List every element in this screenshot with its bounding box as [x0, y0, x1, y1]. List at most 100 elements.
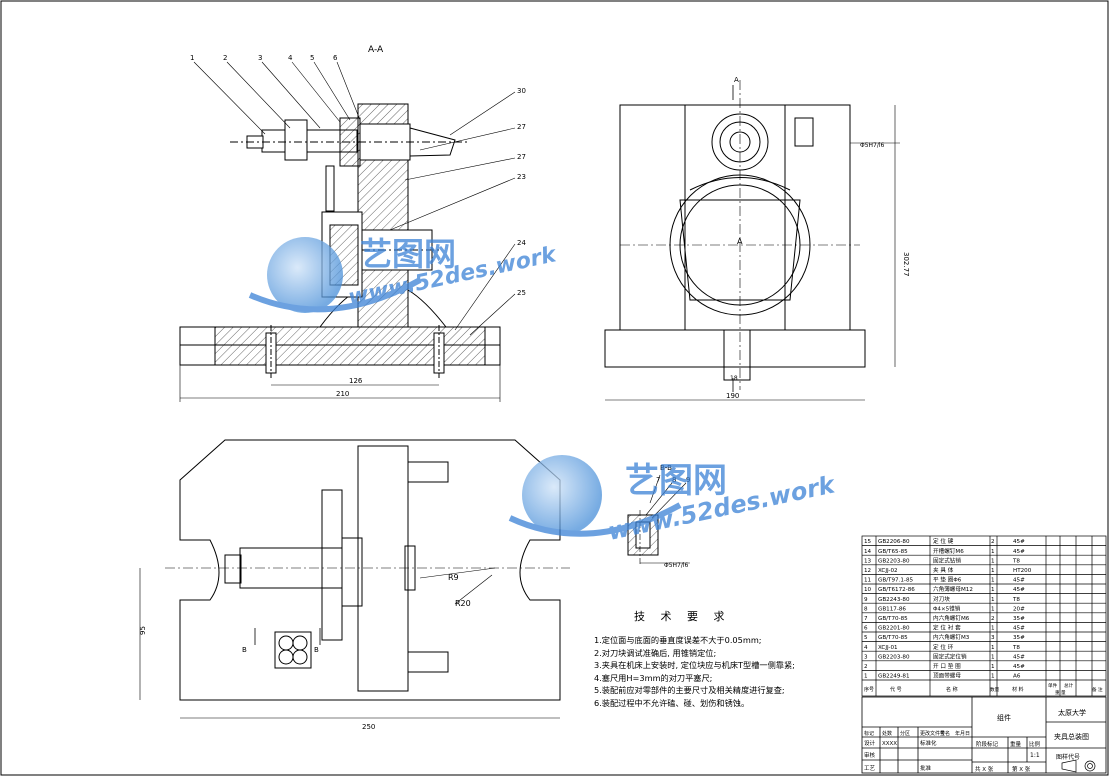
parts-row-no: 10: [864, 587, 872, 593]
slot-dim: 18: [730, 375, 738, 382]
tech-item: 4.塞尺用H=3mm的对刀平塞尺;: [594, 672, 713, 683]
parts-header-weight: 重 量: [1055, 689, 1066, 696]
parts-row-code: GB/T65-85: [878, 549, 908, 555]
design-label: 设计: [864, 739, 876, 747]
dim-base-width: 210: [336, 390, 349, 398]
parts-header-unit: 单件: [1048, 682, 1058, 689]
parts-list-grid: [861, 535, 1107, 697]
assembly-label: 组件: [997, 713, 1011, 722]
parts-header-total: 总计: [1064, 682, 1074, 689]
parts-row-qty: 1: [991, 558, 995, 564]
parts-header-code: 代 号: [890, 686, 902, 693]
dim-inner-width: 126: [349, 377, 363, 385]
scale-value: 1:1: [1030, 752, 1040, 759]
parts-row-code: GB/T6172-86: [878, 587, 915, 593]
balloon-24: 24: [517, 239, 526, 247]
balloon-6: 6: [333, 54, 338, 62]
zone-label: 分区: [900, 730, 910, 737]
front-view-labels: A A 190 302.77 Φ5H7/l6 18: [726, 76, 910, 400]
fit-1: Φ5H7/l6: [860, 142, 885, 149]
parts-header-name: 名 称: [946, 686, 958, 693]
parts-row-no: 13: [864, 558, 872, 564]
sheet-no: 第 X 张: [1012, 765, 1031, 773]
date-label: 年月日: [955, 730, 970, 737]
parts-header-material: 材 料: [1012, 686, 1024, 693]
parts-row-no: 14: [864, 549, 872, 555]
parts-row-material: T8: [1012, 558, 1020, 564]
balloon-27b: 27: [517, 153, 526, 161]
code-box: 图样代号: [1056, 753, 1080, 761]
check-label: 审核: [864, 751, 876, 759]
parts-row-no: 11: [864, 578, 872, 584]
parts-row-qty: 1: [991, 626, 995, 632]
sheets-total: 共 X 张: [975, 765, 994, 773]
title-block-text: 组件 太原大学 夹具总装图 图样代号 阶段标记 重量 比例 1:1 标记 处数 …: [864, 708, 1089, 773]
dim-plan-height: 95: [139, 626, 147, 635]
tech-item: 5.装配前应对零部件的主要尺寸及相关精度进行复查;: [594, 685, 785, 696]
parts-row-code: GB/T70-85: [878, 635, 908, 641]
parts-row-code: GB/T97.1-85: [878, 578, 914, 584]
parts-row-qty: 1: [991, 664, 995, 670]
parts-row-material: 35#: [1013, 616, 1025, 622]
parts-row-code: XCJJ-01: [878, 645, 898, 651]
balloon-4: 4: [288, 54, 293, 62]
balloon-1: 1: [190, 54, 194, 62]
parts-row-name: 夹 具 体: [933, 566, 954, 574]
tech-item: 6.装配过程中不允许磕、碰、划伤和锈蚀。: [594, 697, 750, 708]
parts-row-no: 12: [864, 568, 871, 574]
parts-row-code: GB2243-80: [878, 597, 910, 603]
parts-row-name: 定 位 环: [933, 643, 954, 651]
dim-front-height: 302.77: [902, 252, 910, 277]
section-balloons: 1 2 3 4 5 6 30 27 27 23 24 25 126 210: [190, 54, 526, 398]
parts-row-name: 顶面带螺母: [933, 672, 961, 680]
parts-row-code: GB2203-80: [878, 558, 910, 564]
craft-label: 工艺: [864, 765, 876, 772]
tech-item: 3.夹具在机床上安装时, 定位块应与机床T型槽一侧靠紧;: [594, 660, 795, 671]
parts-row-code: GB2249-81: [878, 674, 910, 680]
parts-row-qty: 1: [991, 674, 995, 680]
balloon-5: 5: [310, 54, 314, 62]
balloon-23: 23: [517, 173, 526, 181]
parts-row-name: 开 口 垫 圈: [933, 662, 961, 670]
mark-label: 标记: [864, 730, 874, 737]
technical-requirements: 技 术 要 求 1.定位面与底面的垂直度误差不大于0.05mm; 2.对刀块调试…: [594, 608, 864, 710]
parts-row-material: 45#: [1013, 549, 1025, 555]
parts-row-no: 1: [864, 674, 868, 680]
parts-row-material: A6: [1013, 674, 1021, 680]
parts-row-name: 六角薄螺母M12: [933, 585, 973, 593]
change-doc-label: 更改文件号: [920, 730, 945, 737]
parts-row-no: 4: [864, 645, 868, 651]
parts-row-qty: 2: [991, 616, 995, 622]
parts-row-name: 内六角螺钉M3: [933, 633, 970, 641]
parts-row-qty: 1: [991, 606, 995, 612]
balloon-27a: 27: [517, 123, 526, 131]
plan-arrow-right: B: [314, 646, 319, 654]
parts-row-name: 定 位 键: [933, 537, 954, 545]
balloon-9: 9: [686, 476, 690, 484]
parts-row-code: GB117-86: [878, 606, 906, 612]
parts-row-material: HT200: [1013, 568, 1032, 574]
parts-row-qty: 1: [991, 578, 995, 584]
parts-header-no: 序号: [864, 686, 874, 693]
parts-row-no: 3: [864, 654, 868, 660]
radius-small: R9: [448, 573, 459, 582]
tech-item: 2.对刀块调试准确后, 用锥销定位;: [594, 647, 717, 658]
balloon-2: 2: [223, 54, 227, 62]
weight-label: 重量: [1010, 740, 1022, 748]
balloon-7: 7: [656, 476, 660, 484]
count-label: 处数: [882, 730, 892, 737]
parts-row-code: GB2206-80: [878, 539, 910, 545]
front-center-label: A: [737, 237, 743, 246]
sign-label: 签名: [940, 730, 950, 737]
balloon-30: 30: [517, 87, 526, 95]
fit-2: Φ5H7/l6: [664, 562, 689, 569]
globe-logo-icon-2: [522, 455, 602, 535]
approve-label: 批准: [920, 764, 932, 772]
parts-row-qty: 2: [991, 539, 995, 545]
parts-row-material: 35#: [1013, 635, 1025, 641]
balloon-8: 8: [672, 476, 676, 484]
